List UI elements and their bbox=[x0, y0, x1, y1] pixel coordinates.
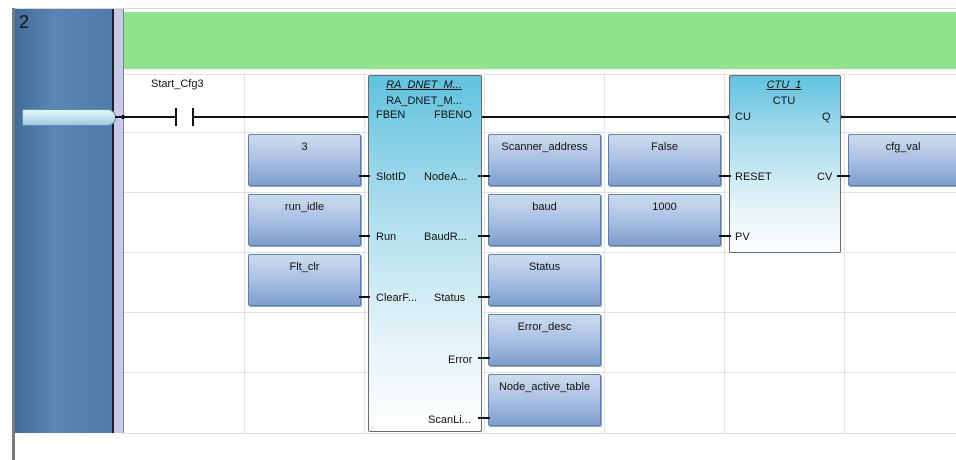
pin-fben: FBEN bbox=[376, 109, 406, 121]
grid-line bbox=[124, 192, 956, 193]
ctu-input-pv[interactable]: 1000 bbox=[608, 194, 721, 246]
dnet-type-name: RA_DNET_M... bbox=[386, 95, 462, 107]
rail-selection-bar[interactable] bbox=[22, 109, 116, 126]
grid-line bbox=[244, 74, 245, 433]
pin-status: Status bbox=[434, 292, 466, 304]
grid-line bbox=[124, 312, 956, 313]
contact-label[interactable]: Start_Cfg3 bbox=[151, 78, 204, 90]
pin-wire bbox=[359, 296, 370, 298]
pin-wire bbox=[837, 175, 850, 177]
grid-line bbox=[124, 433, 956, 434]
output-variable-status[interactable]: Status bbox=[488, 254, 601, 306]
rung-number-column[interactable] bbox=[15, 9, 114, 433]
pin-pv: PV bbox=[735, 231, 750, 243]
pin-wire bbox=[478, 175, 490, 177]
variable-value: False bbox=[651, 141, 678, 153]
pin-wire bbox=[719, 175, 731, 177]
contact-right-bar bbox=[192, 108, 194, 126]
editor-left-border bbox=[12, 8, 15, 460]
pin-reset: RESET bbox=[735, 171, 772, 183]
rung-wire bbox=[194, 116, 368, 118]
grid-line bbox=[724, 74, 725, 433]
ctu-input-reset[interactable]: False bbox=[608, 134, 721, 186]
input-variable-slotid[interactable]: 3 bbox=[248, 134, 361, 186]
ctu-type-name: CTU bbox=[772, 95, 796, 107]
output-variable-baudr[interactable]: baud bbox=[488, 194, 601, 246]
rung-wire bbox=[115, 116, 175, 118]
editor-top-border bbox=[12, 8, 956, 9]
variable-value: Flt_clr bbox=[289, 261, 320, 273]
grid-line bbox=[124, 372, 956, 373]
pin-wire bbox=[478, 296, 490, 298]
grid-line bbox=[124, 74, 956, 75]
output-variable-scanli[interactable]: Node_active_table bbox=[488, 374, 601, 426]
pin-error: Error bbox=[448, 354, 473, 366]
grid-line bbox=[844, 74, 845, 433]
pin-nodea: NodeA... bbox=[424, 171, 467, 183]
input-variable-run[interactable]: run_idle bbox=[248, 194, 361, 246]
rung-title-bar[interactable] bbox=[124, 12, 956, 69]
pin-run: Run bbox=[376, 231, 397, 243]
pin-baudr: BaudR... bbox=[424, 231, 467, 243]
pin-scanli: ScanLi... bbox=[428, 414, 471, 426]
pin-q: Q bbox=[822, 111, 831, 123]
pin-wire bbox=[478, 417, 490, 419]
pin-clearf: ClearF... bbox=[376, 292, 417, 304]
grid-line bbox=[124, 132, 956, 133]
pin-slotid: SlotID bbox=[376, 171, 406, 183]
pin-cu: CU bbox=[735, 111, 751, 123]
grid-line bbox=[484, 74, 485, 433]
dnet-function-block[interactable] bbox=[368, 75, 482, 432]
variable-value: Error_desc bbox=[517, 321, 572, 333]
pin-wire bbox=[359, 175, 370, 177]
rung-wire bbox=[481, 116, 730, 118]
output-variable-nodea[interactable]: Scanner_address bbox=[488, 134, 601, 186]
pin-wire bbox=[478, 357, 490, 359]
ctu-function-block[interactable] bbox=[729, 75, 841, 253]
wire-junction bbox=[121, 115, 125, 119]
pin-wire bbox=[719, 235, 731, 237]
left-power-rail bbox=[114, 9, 124, 433]
rung-number: 2 bbox=[19, 12, 30, 32]
variable-value: cfg_val bbox=[885, 141, 921, 153]
variable-value: Node_active_table bbox=[498, 381, 591, 393]
dnet-instance-name[interactable]: RA_DNET_M... bbox=[386, 79, 462, 91]
input-variable-clearf[interactable]: Flt_clr bbox=[248, 254, 361, 306]
grid-line bbox=[604, 74, 605, 433]
variable-value: Status bbox=[528, 261, 561, 273]
rung-wire bbox=[839, 116, 956, 118]
variable-value: 3 bbox=[301, 141, 308, 153]
ctu-output-cv[interactable]: cfg_val bbox=[848, 134, 956, 186]
pin-wire bbox=[359, 235, 370, 237]
grid-line bbox=[124, 252, 956, 253]
pin-cv: CV bbox=[817, 171, 833, 183]
ctu-instance-name[interactable]: CTU_1 bbox=[766, 79, 802, 91]
variable-value: Scanner_address bbox=[501, 141, 588, 153]
pin-fbeno: FBENO bbox=[434, 109, 472, 121]
contact-left-bar bbox=[175, 108, 177, 126]
grid-line bbox=[364, 74, 365, 433]
variable-value: run_idle bbox=[284, 201, 325, 213]
pin-wire bbox=[478, 235, 490, 237]
variable-value: baud bbox=[532, 201, 557, 213]
variable-value: 1000 bbox=[652, 201, 677, 213]
output-variable-error[interactable]: Error_desc bbox=[488, 314, 601, 366]
